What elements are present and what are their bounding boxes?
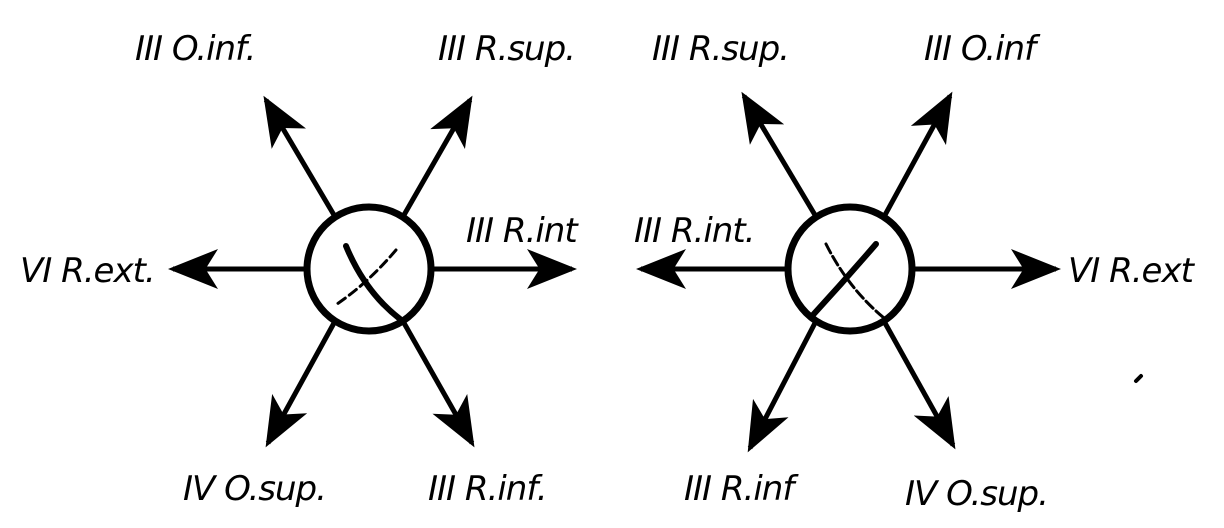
left-eye-label-right: III R.int: [466, 211, 579, 251]
right-eye-group: III R.sup. III O.inf III R.int. VI R.ext…: [634, 29, 1197, 514]
right-eye-label-upper-right: III O.inf: [924, 29, 1041, 69]
left-eye-globe: [303, 203, 435, 335]
right-eye-label-lower-left: III R.inf: [684, 469, 799, 509]
left-eye-cross-mark: [335, 243, 403, 322]
left-eye-arrow-upper-left: [263, 95, 337, 217]
left-eye-label-lower-left: IV O.sup.: [183, 469, 326, 509]
left-eye-arrow-upper-right: [401, 95, 473, 217]
left-eye-label-left: VI R.ext.: [20, 251, 155, 291]
right-eye-arrow-lower-right: [882, 321, 956, 450]
left-eye-label-upper-right: III R.sup.: [438, 29, 575, 69]
right-eye-globe: [784, 203, 916, 335]
right-eye-label-upper-left: III R.sup.: [652, 29, 789, 69]
left-eye-group: III O.inf. III R.sup. III R.int VI R.ext…: [20, 29, 580, 509]
left-eye-label-lower-right: III R.inf.: [428, 469, 547, 509]
right-eye-arrow-upper-left: [741, 91, 818, 217]
ink-speck: [1134, 374, 1143, 383]
left-eye-label-upper-left: III O.inf.: [135, 29, 255, 69]
right-eye-arrow-upper-right: [882, 91, 953, 217]
right-eye-label-right: VI R.ext: [1068, 251, 1196, 291]
right-eye-label-left: III R.int.: [634, 211, 754, 251]
left-eye-arrow-lower-right: [401, 321, 475, 448]
left-eye-arrow-lower-left: [265, 321, 337, 448]
right-eye-cross-mark: [809, 241, 886, 320]
right-eye-label-lower-right: IV O.sup.: [905, 474, 1048, 514]
right-eye-arrow-lower-left: [747, 321, 818, 453]
